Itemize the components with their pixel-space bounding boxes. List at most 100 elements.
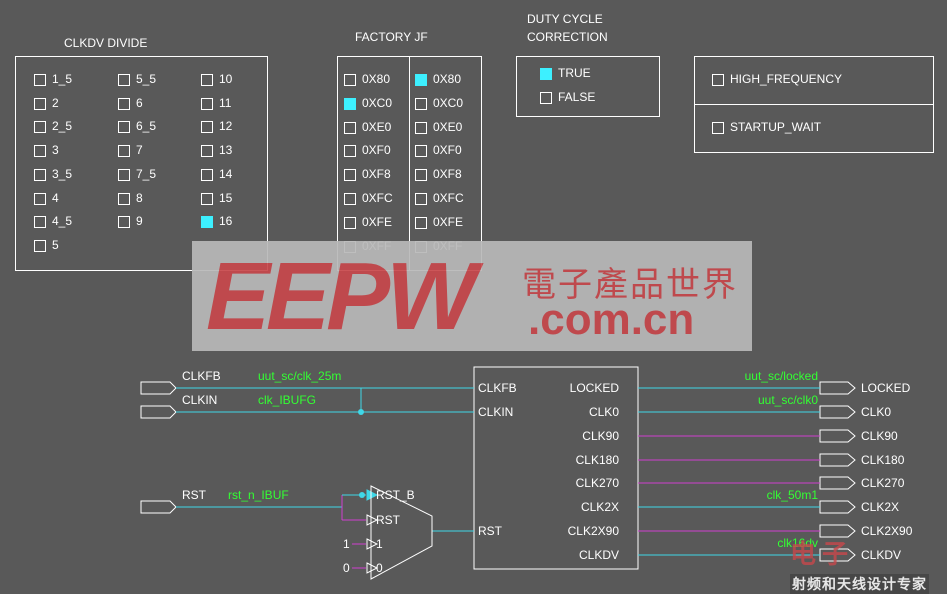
clkdv-option-3-5-label: 3_5 [52, 166, 73, 181]
clkdv-option-13-checkbox[interactable] [201, 145, 213, 158]
startup-wait-checkbox[interactable] [712, 122, 724, 134]
clkdv-option-15-label: 15 [219, 190, 233, 205]
duty-cycle-false-checkbox[interactable] [540, 92, 552, 104]
gate-pin-arrow-1-2 [366, 538, 379, 550]
clkdv-option-2-checkbox[interactable] [34, 97, 46, 110]
clkdv-option-4-label: 4 [52, 190, 59, 205]
clkdv-option-6-checkbox[interactable] [118, 97, 130, 110]
dcm-output-clk270: CLK270 [576, 476, 620, 490]
gate-const-0: 0 [343, 561, 350, 575]
factory-jf-right-0xc0-label: 0XC0 [433, 95, 464, 110]
clkdv-option-5-checkbox[interactable] [34, 239, 46, 252]
factory-jf-title: FACTORY JF [355, 30, 428, 44]
factory-jf-left-0xfc-label: 0XFC [362, 191, 393, 205]
clkdv-option-5-5-checkbox[interactable] [118, 74, 130, 86]
gate-pin-rst-1: RST [376, 513, 401, 527]
eepw-logo-text: EEPW [206, 243, 477, 350]
output-net-clkdv: clk16dv [777, 536, 818, 550]
factory-jf-right-0xf8-checkbox[interactable] [415, 169, 427, 182]
clkdv-option-15-checkbox[interactable] [201, 192, 213, 205]
factory-jf-right-0x80-checkbox[interactable] [415, 74, 427, 86]
clkdv-option-3-checkbox[interactable] [34, 145, 46, 158]
output-pad-clk0 [819, 405, 856, 419]
clkdv-option-12-checkbox[interactable] [201, 121, 213, 134]
clkdv-option-7-label: 7 [136, 143, 143, 158]
output-pad-locked [819, 381, 856, 395]
clkdv-option-9-label: 9 [136, 214, 143, 229]
factory-jf-left-0xe0-label: 0XE0 [362, 119, 392, 134]
eepw-domain: .com.cn [528, 295, 695, 344]
gate-pin-0-3: 0 [376, 561, 383, 575]
clkdv-option-1-5-label: 1_5 [52, 72, 73, 86]
clkdv-option-4-5-label: 4_5 [52, 214, 73, 229]
clkdv-option-7-checkbox[interactable] [118, 145, 130, 158]
factory-jf-left-0xfc-checkbox[interactable] [344, 193, 356, 205]
clkdv-option-4-5-checkbox[interactable] [34, 216, 46, 229]
factory-jf-right-0xfe-label: 0XFE [433, 214, 464, 229]
clkdv-option-16-checkbox[interactable] [201, 216, 213, 229]
input-net-clkin: clk_IBUFG [258, 393, 316, 407]
clkdv-option-6-5-label: 6_5 [136, 119, 157, 134]
dcm-input-clkin: CLKIN [478, 405, 513, 419]
clkdv-option-4-checkbox[interactable] [34, 192, 46, 205]
factory-jf-left-0xe0-checkbox[interactable] [344, 121, 356, 134]
factory-jf-right-0xf0-checkbox[interactable] [415, 145, 427, 158]
factory-jf-left-0xc0-label: 0XC0 [362, 95, 393, 110]
input-port-clkfb: CLKFB [182, 369, 221, 383]
factory-jf-left-0xf0-checkbox[interactable] [344, 145, 356, 158]
output-pad-clk2x [819, 500, 856, 514]
clkdv-option-14-checkbox[interactable] [201, 168, 213, 181]
clkdv-option-16-label: 16 [219, 214, 233, 229]
output-port-clk0: CLK0 [861, 405, 891, 419]
factory-jf-right-0xf0-label: 0XF0 [433, 143, 462, 158]
gate-pin-rst-b-0: RST_B [376, 488, 415, 502]
dcm-block [473, 366, 639, 570]
factory-jf-left-0x80-label: 0X80 [362, 72, 391, 86]
factory-jf-right-0x80-label: 0X80 [433, 72, 462, 86]
clkdv-option-10-checkbox[interactable] [201, 74, 213, 86]
output-port-clk270: CLK270 [861, 476, 905, 490]
factory-jf-right-0xfc-checkbox[interactable] [415, 193, 427, 205]
factory-jf-left-0xfe-checkbox[interactable] [344, 216, 356, 229]
input-net-clkfb: uut_sc/clk_25m [258, 369, 341, 383]
factory-jf-left-0xf8-checkbox[interactable] [344, 169, 356, 182]
output-net-locked: uut_sc/locked [745, 369, 818, 383]
duty-cycle-true-checkbox[interactable] [540, 68, 552, 80]
clkdv-option-7-5-checkbox[interactable] [118, 168, 130, 181]
factory-jf-right-0xe0-label: 0XE0 [433, 119, 463, 134]
clkdv-option-6-5-checkbox[interactable] [118, 121, 130, 134]
clkdv-option-11-label: 11 [219, 95, 232, 110]
factory-jf-left-0xc0-checkbox[interactable] [344, 97, 356, 110]
eepw-chinese-name: 電子產品世界 [522, 265, 738, 305]
factory-jf-left-0x80-checkbox[interactable] [344, 74, 356, 86]
dcm-input-clkfb: CLKFB [478, 381, 517, 395]
high-frequency-checkbox[interactable] [712, 74, 724, 86]
factory-jf-left-0xf8-label: 0XF8 [362, 167, 391, 182]
clkdv-option-9-checkbox[interactable] [118, 216, 130, 229]
output-port-clk180: CLK180 [861, 453, 905, 467]
duty-cycle-title-line1: DUTY CYCLE [527, 12, 603, 26]
clkdv-option-11-checkbox[interactable] [201, 97, 213, 110]
high-frequency-label: HIGH_FREQUENCY [730, 72, 843, 86]
eepw-watermark-banner: EEPW 電子產品世界 .com.cn [192, 241, 752, 351]
dcm-output-locked: LOCKED [570, 381, 620, 395]
input-pad-rst [140, 500, 177, 514]
factory-jf-right-0xfe-checkbox[interactable] [415, 216, 427, 229]
gate-pin-arrow-rst-b-0 [366, 489, 379, 501]
gate-const-1: 1 [343, 537, 350, 551]
clkdv-option-8-checkbox[interactable] [118, 192, 130, 205]
clkdv-option-1-5-checkbox[interactable] [34, 74, 46, 86]
misc-divider [694, 104, 934, 105]
dcm-output-clk90: CLK90 [582, 429, 619, 443]
gate-pin-arrow-rst-1 [366, 514, 379, 526]
factory-jf-left-0xfe-label: 0XFE [362, 214, 393, 229]
clkdv-option-3-5-checkbox[interactable] [34, 168, 46, 181]
factory-jf-right-0xc0-checkbox[interactable] [415, 97, 427, 110]
clkdv-option-2-5-checkbox[interactable] [34, 121, 46, 134]
clkdv-option-5-5-label: 5_5 [136, 72, 157, 86]
gate-pin-arrow-0-3 [366, 562, 379, 574]
clkdv-option-3-label: 3 [52, 143, 59, 158]
input-port-clkin: CLKIN [182, 393, 217, 407]
factory-jf-right-0xe0-checkbox[interactable] [415, 121, 427, 134]
